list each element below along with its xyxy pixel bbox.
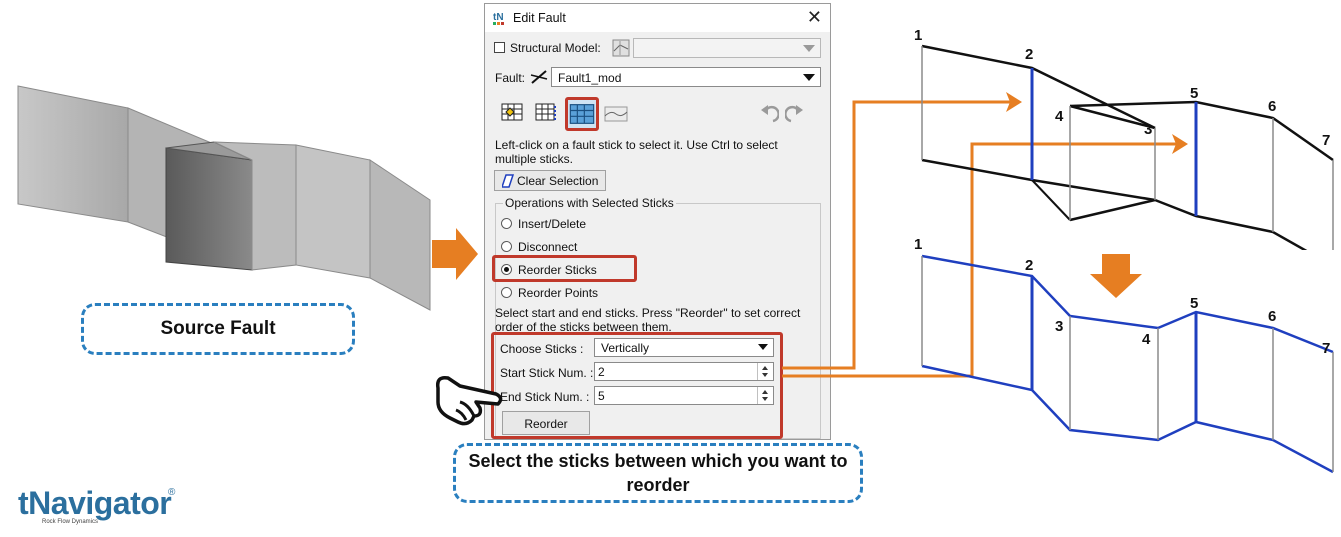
reorder-button[interactable]: Reorder	[502, 411, 590, 435]
logo-tagline: Rock Flow Dynamics	[42, 519, 99, 525]
fault-panel	[369, 159, 431, 311]
reorder-sticks-highlight	[492, 255, 637, 282]
radio-reorder-sticks[interactable]	[501, 264, 512, 275]
logo-name: tNavigator	[18, 485, 172, 521]
radio-insert-delete-label: Insert/Delete	[518, 217, 587, 231]
eraser-icon	[502, 174, 514, 188]
close-icon[interactable]: ✕	[806, 7, 822, 27]
structural-model-icon	[612, 39, 630, 57]
svg-text:tN: tN	[493, 12, 504, 23]
radio-insert-delete[interactable]	[501, 218, 512, 229]
source-fault-text: Source Fault	[160, 318, 276, 339]
surface-icon[interactable]	[604, 102, 628, 126]
structural-model-select[interactable]	[633, 38, 821, 58]
choose-sticks-label: Choose Sticks :	[500, 342, 584, 356]
bottom-stick-label: 3	[1055, 318, 1064, 335]
bottom-stick-label: 6	[1268, 308, 1277, 325]
connector-arrows	[782, 92, 1188, 378]
reorder-sticks-tool[interactable]	[565, 97, 599, 131]
top-stick-label: 3	[1144, 121, 1153, 138]
instruction-text: Left-click on a fault stick to select it…	[495, 138, 778, 166]
fault-label: Fault:	[495, 71, 526, 85]
radio-reorder-points[interactable]	[501, 287, 512, 298]
structural-model-label: Structural Model:	[510, 41, 601, 55]
operations-group-title: Operations with Selected Sticks	[503, 196, 676, 210]
tnavigator-logo: tNavigator ® Rock Flow Dynamics	[18, 485, 175, 525]
chevron-down-icon	[758, 344, 768, 350]
spin-arrows-icon[interactable]	[757, 387, 773, 404]
choose-sticks-select[interactable]: Vertically	[594, 338, 774, 357]
radio-reorder-sticks-label: Reorder Sticks	[518, 263, 597, 277]
end-stick-spinbox[interactable]: 5	[594, 386, 774, 405]
top-stick-label: 1	[914, 27, 923, 44]
fault-select[interactable]: Fault1_mod	[551, 67, 821, 87]
chevron-down-icon	[803, 74, 815, 81]
chevron-down-icon	[803, 45, 815, 52]
bottom-stick-label: 5	[1190, 295, 1199, 312]
select-sticks-callout: Select the sticks between which you want…	[453, 443, 863, 503]
clear-selection-button[interactable]: Clear Selection	[494, 170, 606, 191]
select-sticks-text: Select the sticks between which you want…	[468, 451, 848, 495]
start-stick-label: Start Stick Num. :	[500, 366, 594, 380]
reorder-hint-text: Select start and end sticks. Press "Reor…	[495, 306, 801, 334]
edit-fault-dialog: tN Edit Fault ✕ Structural Model: Fault:…	[484, 3, 831, 440]
end-stick-label: End Stick Num. :	[500, 390, 590, 404]
reorder-params-highlight	[491, 332, 783, 439]
fault-panel	[17, 85, 129, 223]
dialog-title: Edit Fault	[513, 11, 566, 25]
fault-icon	[530, 70, 548, 84]
fault-panel	[213, 141, 297, 271]
bottom-stick-label: 7	[1322, 340, 1331, 357]
radio-disconnect-label: Disconnect	[518, 240, 578, 254]
spin-arrows-icon[interactable]	[757, 363, 773, 380]
arrow-down-icon	[1090, 254, 1142, 298]
source-fault-callout: Source Fault	[81, 303, 355, 355]
fault-panel	[295, 144, 371, 279]
top-stick-label: 5	[1190, 85, 1199, 102]
clear-selection-label: Clear Selection	[517, 174, 599, 188]
fault-sticks-before-diagram	[921, 44, 1334, 250]
top-stick-label: 7	[1322, 132, 1331, 149]
dialog-titlebar: tN Edit Fault ✕	[485, 4, 830, 32]
fault-panel-overlap	[165, 147, 253, 271]
reorder-button-label: Reorder	[524, 417, 568, 431]
radio-reorder-points-label: Reorder Points	[518, 286, 599, 300]
redo-icon[interactable]	[785, 102, 807, 124]
top-stick-label: 2	[1025, 46, 1034, 63]
pointing-hand-icon	[435, 375, 503, 426]
undo-icon[interactable]	[757, 102, 779, 124]
top-stick-label: 4	[1055, 108, 1064, 125]
start-stick-spinbox[interactable]: 2	[594, 362, 774, 381]
fault-sticks-after-diagram	[921, 254, 1334, 474]
bottom-stick-label: 4	[1142, 331, 1151, 348]
registered-icon: ®	[168, 487, 176, 498]
top-stick-label: 6	[1268, 98, 1277, 115]
grid-sticks-icon[interactable]	[534, 100, 558, 124]
arrow-right-icon	[432, 228, 478, 280]
reorder-sticks-icon	[569, 104, 595, 124]
bottom-stick-label: 2	[1025, 257, 1034, 274]
source-fault-3d-view	[17, 85, 431, 311]
bottom-stick-label: 1	[914, 236, 923, 253]
radio-disconnect[interactable]	[501, 241, 512, 252]
tnavigator-app-icon: tN	[493, 12, 504, 25]
grid-edit-icon[interactable]	[500, 100, 524, 124]
structural-model-checkbox[interactable]	[494, 42, 505, 53]
